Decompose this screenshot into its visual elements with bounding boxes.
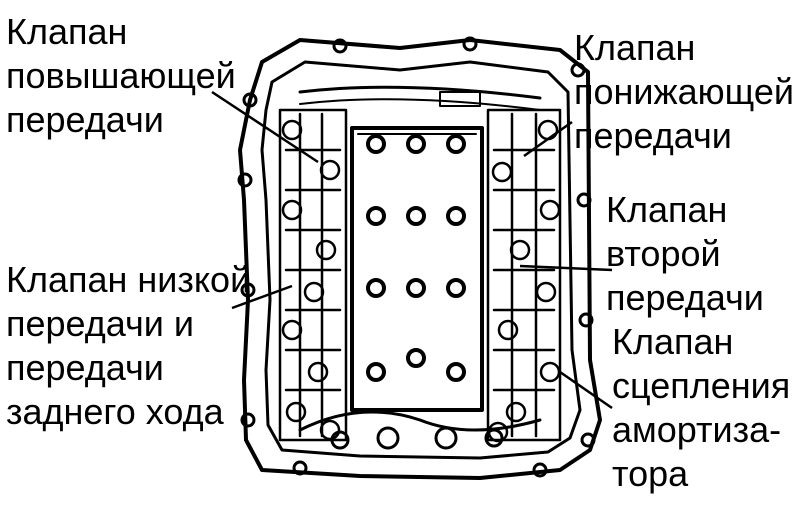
label-second-gear-valve: Клапан второй передачи bbox=[606, 188, 764, 320]
leader-low-reverse bbox=[231, 284, 293, 310]
label-line: Клапан bbox=[574, 27, 696, 68]
inner-gasket bbox=[260, 60, 582, 460]
label-line: сцепления bbox=[612, 365, 791, 406]
label-line: передачи и bbox=[6, 303, 194, 344]
label-low-reverse-valve: Клапан низкой передачи и передачи заднег… bbox=[6, 258, 250, 434]
label-line: повышающей bbox=[6, 55, 236, 96]
label-line: Клапан bbox=[6, 11, 128, 52]
label-line: передачи bbox=[6, 99, 164, 140]
outer-gasket bbox=[238, 38, 602, 480]
lower-channel bbox=[298, 410, 542, 432]
label-damper-clutch-valve: Клапан сцепления амортиза- тора bbox=[612, 320, 790, 496]
leader-upshift bbox=[211, 90, 319, 164]
upper-channel bbox=[298, 85, 542, 100]
label-upshift-valve: Клапан повышающей передачи bbox=[6, 10, 236, 142]
label-line: амортиза- bbox=[612, 409, 782, 450]
label-line: заднего хода bbox=[6, 391, 224, 432]
label-line: тора bbox=[612, 453, 689, 494]
label-line: передачи bbox=[606, 277, 764, 318]
right-valve-bores bbox=[486, 108, 562, 443]
central-plate-holes bbox=[366, 134, 466, 382]
label-line: второй bbox=[606, 233, 721, 274]
label-line: передачи bbox=[574, 115, 732, 156]
label-line: Клапан bbox=[606, 189, 728, 230]
label-line: Клапан bbox=[612, 321, 734, 362]
label-line: понижающей bbox=[574, 71, 794, 112]
leader-downshift bbox=[523, 120, 573, 158]
rim-bolt-holes bbox=[237, 36, 596, 478]
leader-damper bbox=[559, 370, 613, 410]
central-plate bbox=[350, 126, 484, 412]
leader-second bbox=[519, 264, 613, 272]
label-line: передачи bbox=[6, 347, 164, 388]
left-valve-bores bbox=[278, 108, 348, 442]
label-downshift-valve: Клапан понижающей передачи bbox=[574, 26, 794, 158]
label-line: Клапан низкой bbox=[6, 259, 251, 300]
